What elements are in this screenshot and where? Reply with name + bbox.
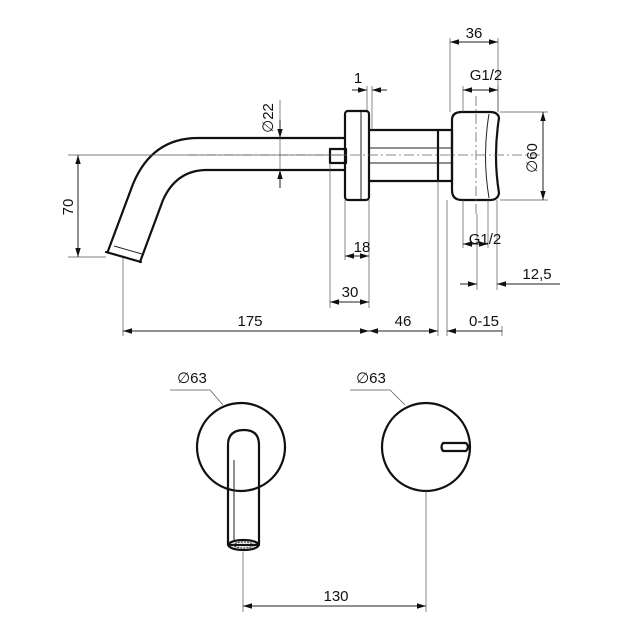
dim-1-label: 1 <box>354 70 362 87</box>
dim-46: 46 <box>369 313 438 334</box>
rosette-left <box>195 401 287 493</box>
dim-g12-bottom-label: G1/2 <box>469 231 502 248</box>
dim-46-label: 46 <box>395 313 412 330</box>
dim-70: 70 <box>60 155 81 257</box>
dim-30: 30 <box>330 284 369 305</box>
dim-g12-bottom: G1/2 <box>463 231 501 248</box>
dim-130-label: 130 <box>323 588 348 605</box>
aerator <box>227 538 260 552</box>
dim-d63-right-label: ∅63 <box>356 370 386 387</box>
handle-knob <box>450 110 501 202</box>
rosette-flange <box>343 109 371 202</box>
dim-g12-top: G1/2 <box>463 67 503 93</box>
handle-contour <box>485 113 490 199</box>
dim-d63-left-label: ∅63 <box>177 370 207 387</box>
spout-outlet <box>104 250 143 264</box>
spout <box>104 136 347 264</box>
cartridge-nut <box>436 128 454 183</box>
dim-1: 1 <box>352 70 387 93</box>
dim-175: 175 <box>123 313 369 334</box>
spout-outlet-ring <box>113 245 143 255</box>
stem-pin <box>328 147 348 165</box>
rosette-right <box>380 401 472 493</box>
dim-d22-label: ∅22 <box>260 103 277 133</box>
dim-d22: ∅22 <box>260 103 283 188</box>
side-view: 36 1 G1/2 ∅22 ∅60 70 18 G <box>60 25 560 336</box>
spout-inner-edge <box>138 168 347 264</box>
dim-d60: ∅60 <box>524 112 546 200</box>
spout-front <box>226 428 261 547</box>
dim-12-5-label: 12,5 <box>522 266 551 283</box>
dim-36-label: 36 <box>466 25 483 42</box>
lever-indicator <box>440 441 470 453</box>
dim-18: 18 <box>345 239 371 259</box>
dim-d60-label: ∅60 <box>524 143 541 173</box>
dim-70-label: 70 <box>60 199 77 216</box>
front-view: ∅63 ∅63 130 <box>170 370 472 612</box>
dim-0-15: 0-15 <box>447 313 502 334</box>
dim-30-label: 30 <box>342 284 359 301</box>
dim-175-label: 175 <box>237 313 262 330</box>
dim-0-15-label: 0-15 <box>469 313 499 330</box>
dim-12-5: 12,5 <box>460 266 560 287</box>
dim-18-label: 18 <box>354 239 371 256</box>
spout-outer-edge <box>106 136 347 253</box>
dim-36: 36 <box>450 25 498 45</box>
aerator-inner <box>233 541 254 549</box>
dim-g12-top-label: G1/2 <box>470 67 503 84</box>
